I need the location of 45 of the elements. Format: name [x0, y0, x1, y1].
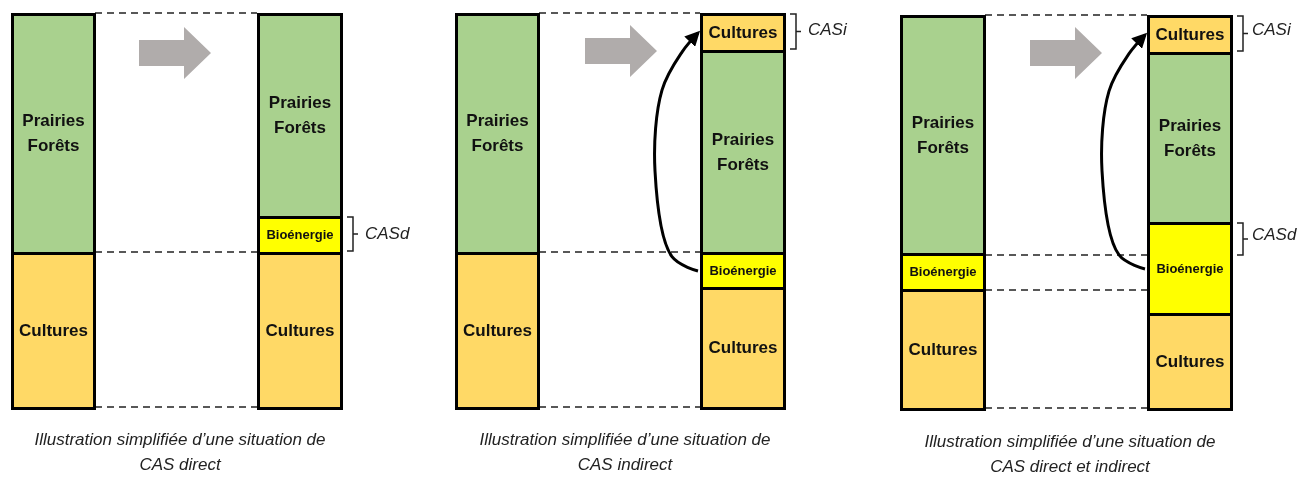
segment-label: Bioénergie — [708, 261, 778, 280]
bioenergy-segment — [900, 253, 986, 292]
bioenergy-segment — [700, 252, 786, 290]
land-use-segment — [257, 13, 343, 219]
bracket-label: CASi — [808, 20, 847, 40]
segment-label: Cultures — [18, 319, 89, 342]
bracket-label: CASd — [365, 224, 410, 244]
land-use-segment — [11, 13, 96, 255]
bioenergy-segment — [257, 216, 343, 255]
segment-label: Cultures — [1154, 350, 1226, 373]
land-use-segment — [257, 252, 343, 410]
land-use-segment — [1147, 313, 1233, 411]
land-use-segment — [11, 252, 96, 410]
segment-label: Cultures — [707, 21, 779, 44]
land-use-segment — [700, 13, 786, 53]
land-use-segment — [455, 252, 540, 410]
segment-label: Bioénergie — [265, 226, 335, 245]
bracket-label: CASi — [1252, 20, 1291, 40]
land-use-segment — [900, 289, 986, 411]
land-use-segment — [1147, 15, 1233, 55]
segment-label: Prairies Forêts — [465, 110, 530, 157]
caption: Illustration simplifiée d’une situation de CAS direct et indirect — [923, 431, 1217, 477]
segment-label: Cultures — [1154, 23, 1226, 46]
segment-label: Prairies Forêts — [910, 111, 976, 159]
bioenergy-segment — [1147, 222, 1233, 316]
caption: Illustration simplifiée d’une situation de CAS direct — [33, 429, 327, 476]
segment-label: Prairies Forêts — [710, 128, 776, 176]
curved-arrow — [1100, 32, 1148, 271]
segment-label: Prairies Forêts — [267, 92, 333, 139]
segment-label: Cultures — [707, 337, 779, 360]
land-use-segment — [1147, 52, 1233, 225]
segment-label: Cultures — [907, 338, 979, 361]
segment-label: Prairies Forêts — [21, 110, 86, 157]
segment-label: Bioénergie — [908, 263, 978, 282]
segment-label: Prairies Forêts — [1157, 114, 1223, 162]
bracket-label: CASd — [1252, 225, 1297, 245]
segment-label: Bioénergie — [1155, 259, 1225, 278]
land-use-segment — [455, 13, 540, 255]
caption: Illustration simplifiée d’une situation de CAS indirect — [478, 429, 772, 476]
segment-label: Cultures — [264, 319, 336, 342]
land-use-segment — [700, 287, 786, 410]
land-use-segment — [900, 15, 986, 256]
segment-label: Cultures — [462, 319, 533, 342]
curved-arrow — [653, 30, 701, 273]
land-use-segment — [700, 50, 786, 255]
